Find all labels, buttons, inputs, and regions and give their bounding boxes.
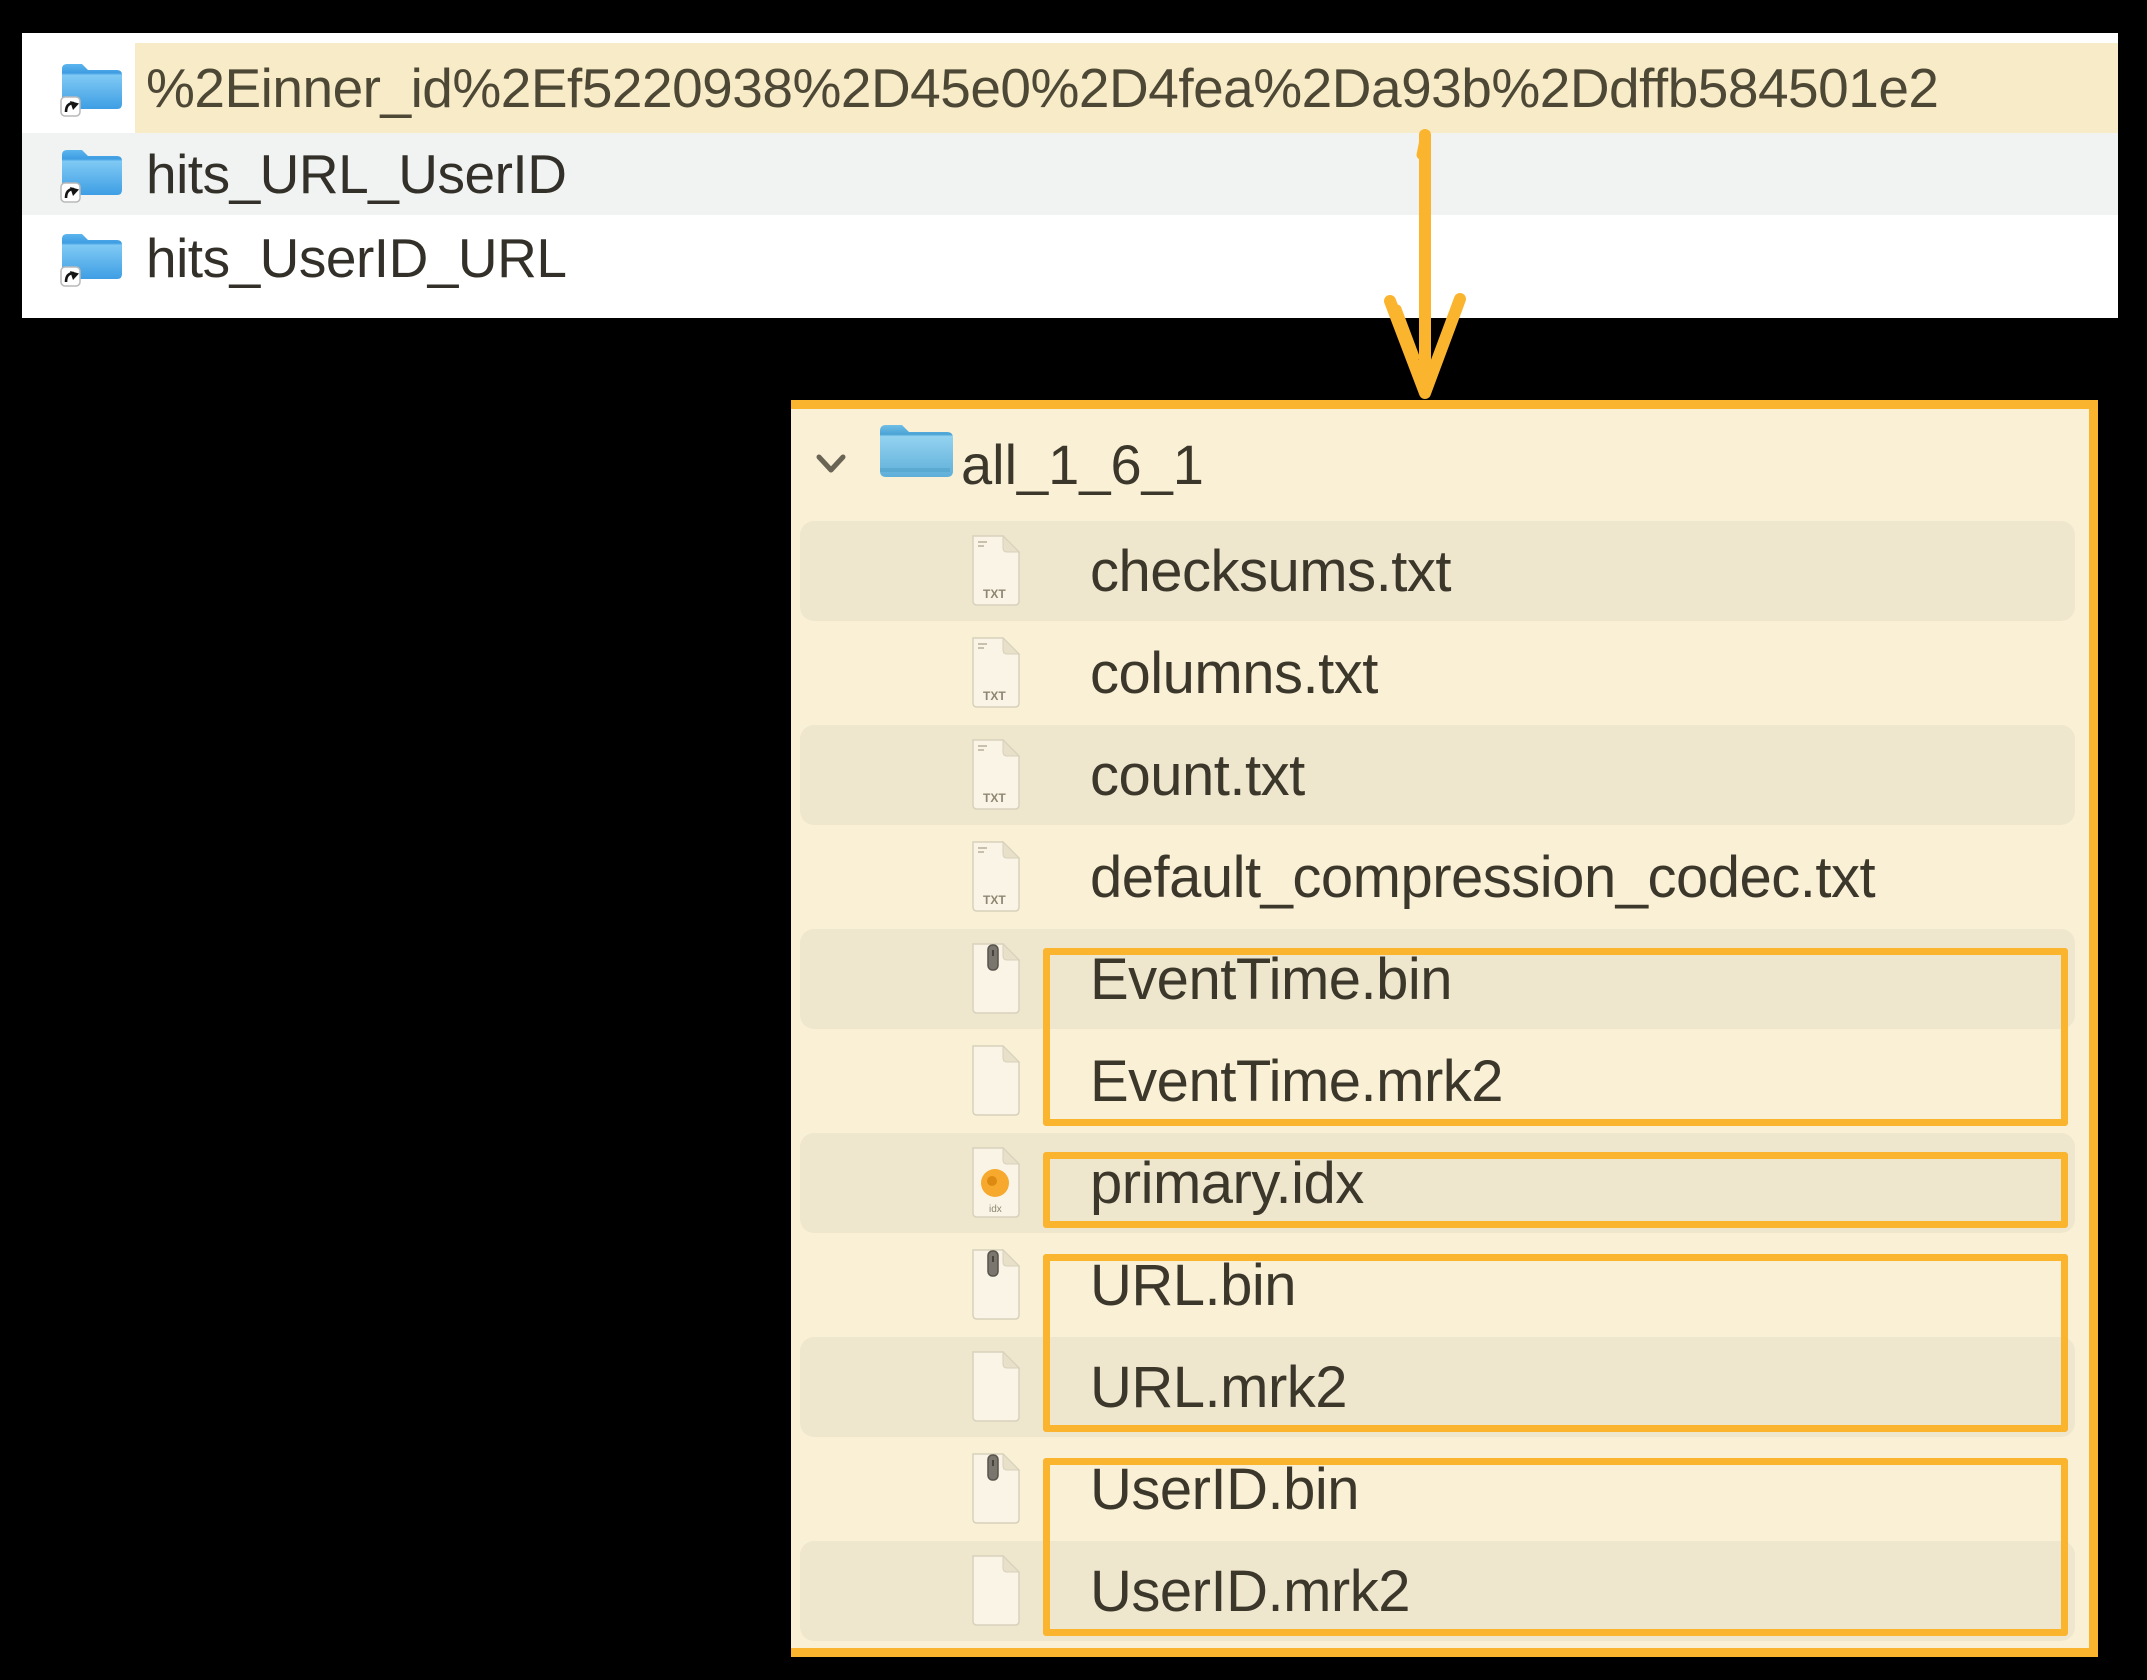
top-finder-panel: %2Einner_id%2Ef5220938%2D45e0%2D4fea%2Da… <box>22 33 2118 318</box>
file-name: count.txt <box>1090 742 1305 808</box>
bin-file-icon <box>967 942 1025 1016</box>
svg-text:idx: idx <box>989 1204 1002 1215</box>
folder-name: all_1_6_1 <box>961 433 1204 496</box>
file-row[interactable]: UserID.mrk2 <box>791 1540 2089 1642</box>
finder-row[interactable]: hits_UserID_URL <box>22 215 2118 300</box>
txt-file-icon: TXT <box>967 534 1025 608</box>
folder-name: hits_UserID_URL <box>146 226 567 289</box>
file-row[interactable]: idx primary.idx <box>791 1132 2089 1234</box>
file-name: default_compression_codec.txt <box>1090 844 1876 910</box>
file-name: URL.mrk2 <box>1090 1354 1348 1420</box>
mrk-file-icon <box>967 1554 1025 1628</box>
file-row[interactable]: EventTime.mrk2 <box>791 1030 2089 1132</box>
annotation-arrow-down <box>1384 129 1466 399</box>
txt-file-icon: TXT <box>967 738 1025 812</box>
idx-file-icon: idx <box>967 1146 1025 1220</box>
file-row[interactable]: UserID.bin <box>791 1438 2089 1540</box>
folder-name: hits_URL_UserID <box>146 143 567 205</box>
folder-alias-icon <box>60 230 124 287</box>
mrk-file-icon <box>967 1350 1025 1424</box>
mrk-file-icon <box>967 1044 1025 1118</box>
file-name: UserID.mrk2 <box>1090 1558 1410 1624</box>
folder-name: %2Einner_id%2Ef5220938%2D45e0%2D4fea%2Da… <box>146 57 1939 119</box>
bin-file-icon <box>967 1248 1025 1322</box>
row-name-cell: hits_URL_UserID <box>135 133 2118 215</box>
file-name: checksums.txt <box>1090 538 1451 604</box>
txt-file-icon: TXT <box>967 840 1025 914</box>
file-name: EventTime.bin <box>1090 946 1453 1012</box>
file-row[interactable]: TXT count.txt <box>791 724 2089 826</box>
file-name: primary.idx <box>1090 1150 1364 1216</box>
row-name-cell: hits_UserID_URL <box>135 215 2118 300</box>
file-name: UserID.bin <box>1090 1456 1359 1522</box>
folder-icon <box>880 425 953 477</box>
file-row[interactable]: TXT columns.txt <box>791 622 2089 724</box>
svg-text:TXT: TXT <box>983 791 1006 805</box>
file-row[interactable]: URL.bin <box>791 1234 2089 1336</box>
file-name: URL.bin <box>1090 1252 1297 1318</box>
finder-row[interactable]: %2Einner_id%2Ef5220938%2D45e0%2D4fea%2Da… <box>22 43 2118 133</box>
file-row[interactable]: TXT default_compression_codec.txt <box>791 826 2089 928</box>
chevron-down-icon[interactable] <box>813 445 849 481</box>
svg-text:TXT: TXT <box>983 689 1006 703</box>
row-name-cell: %2Einner_id%2Ef5220938%2D45e0%2D4fea%2Da… <box>135 43 2118 133</box>
bin-file-icon <box>967 1452 1025 1526</box>
folder-alias-icon <box>60 146 124 203</box>
folder-header-row[interactable]: all_1_6_1 <box>791 409 2089 520</box>
svg-text:TXT: TXT <box>983 893 1006 907</box>
file-name: EventTime.mrk2 <box>1090 1048 1504 1114</box>
folder-alias-icon <box>60 60 124 117</box>
file-row[interactable]: EventTime.bin <box>791 928 2089 1030</box>
finder-row[interactable]: hits_URL_UserID <box>22 133 2118 215</box>
svg-text:TXT: TXT <box>983 587 1006 601</box>
file-row[interactable]: TXT checksums.txt <box>791 520 2089 622</box>
file-row[interactable]: URL.mrk2 <box>791 1336 2089 1438</box>
file-name: columns.txt <box>1090 640 1378 706</box>
txt-file-icon: TXT <box>967 636 1025 710</box>
